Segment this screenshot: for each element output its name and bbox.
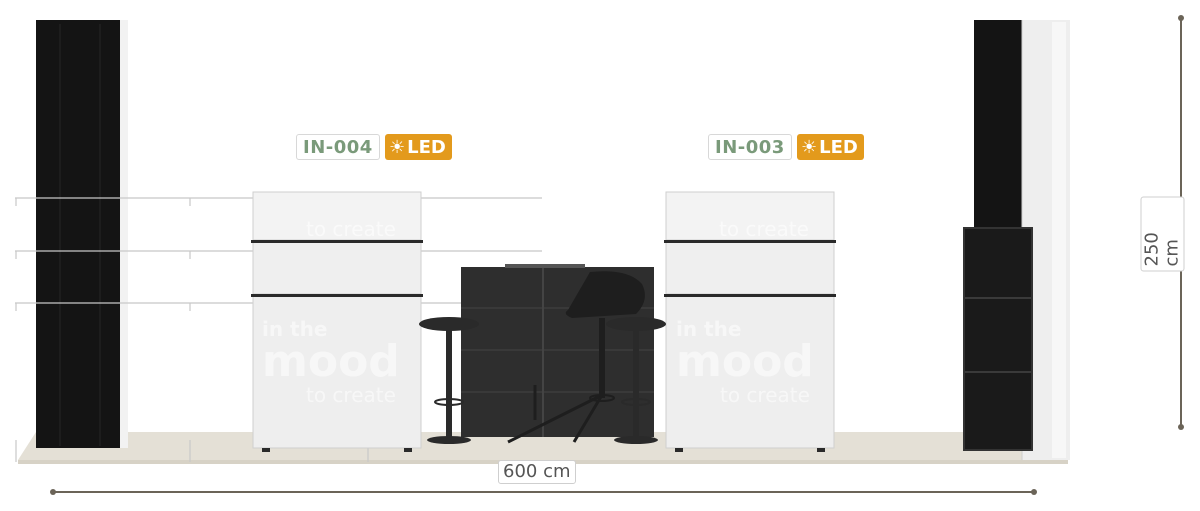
bar-stool-left — [419, 317, 479, 444]
sun-icon: ☀ — [389, 136, 406, 158]
right-cabinet — [964, 228, 1032, 450]
left-tower-side — [120, 20, 128, 448]
width-dimension-label: 600 cm — [498, 460, 576, 484]
right-tower — [974, 20, 1024, 230]
bar-chair — [507, 271, 645, 444]
led-badge-in-003: ☀ LED — [797, 134, 864, 160]
led-badge-in-004: ☀ LED — [385, 134, 452, 160]
left-tower — [36, 20, 124, 448]
sun-icon: ☀ — [801, 136, 818, 158]
counter-in-003 — [664, 191, 836, 452]
counter-in-004 — [251, 191, 423, 452]
product-code-in-003: IN-003 — [708, 134, 792, 160]
product-code-in-004: IN-004 — [296, 134, 380, 160]
bar-stool-right — [606, 317, 666, 444]
height-dimension-label: 250 cm — [1140, 196, 1185, 272]
